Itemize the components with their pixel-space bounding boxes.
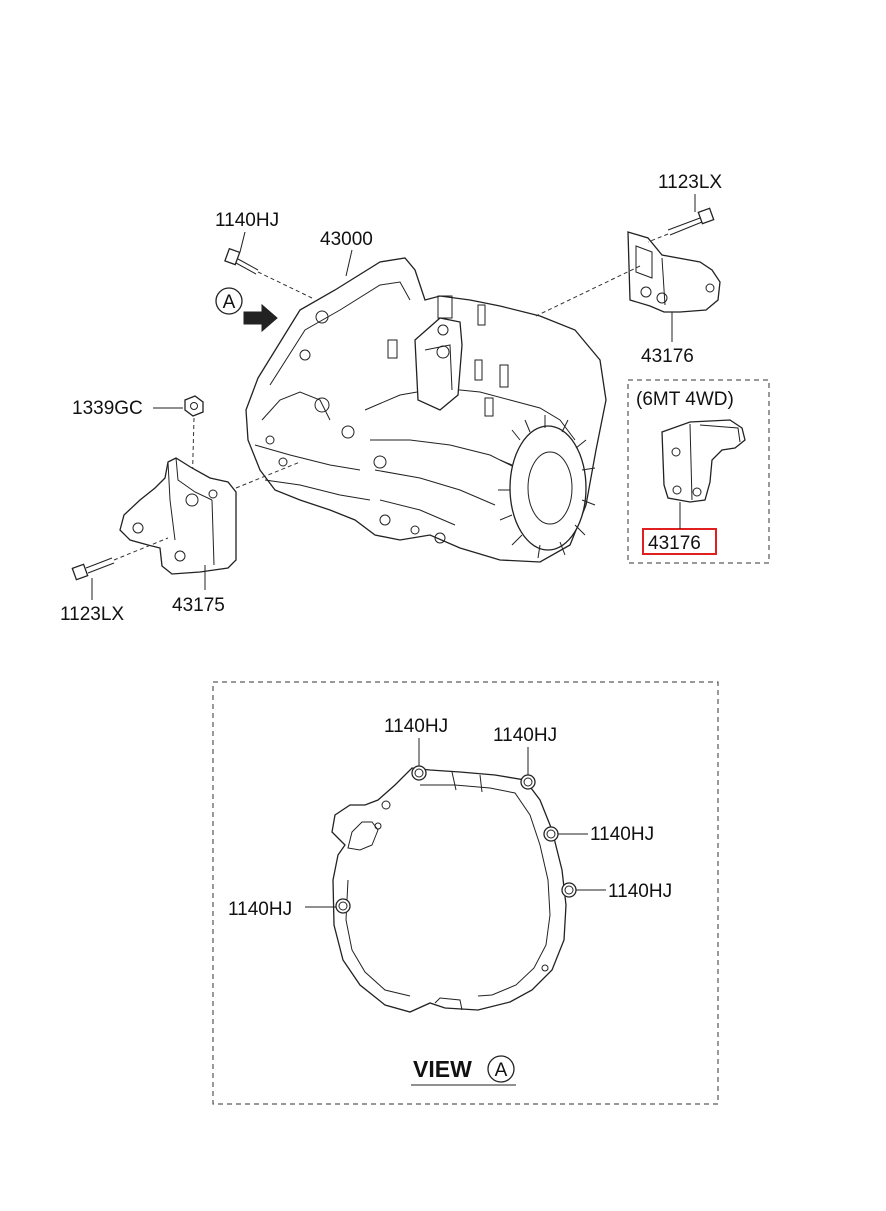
transaxle-part-number: 43000 bbox=[320, 229, 373, 250]
bracket-43176-right[interactable] bbox=[627, 231, 721, 313]
view-bolt-label-5: 1140HJ bbox=[228, 899, 292, 920]
bracket-right-part-number: 43176 bbox=[641, 346, 694, 367]
view-bolt-label-4: 1140HJ bbox=[608, 881, 672, 902]
view-bolt-3[interactable] bbox=[543, 826, 559, 842]
view-bolt-2[interactable] bbox=[520, 774, 536, 790]
view-title: VIEW bbox=[413, 1056, 472, 1082]
nut-1339gc[interactable] bbox=[184, 395, 204, 417]
bolt-bottom-left-part-number: 1123LX bbox=[60, 604, 124, 625]
view-a-indicator: A bbox=[215, 287, 278, 333]
bracket-left-part-number: 43175 bbox=[172, 595, 225, 616]
bell-housing-flange bbox=[331, 767, 567, 1013]
bracket-43176-variant[interactable] bbox=[661, 419, 746, 503]
view-a-panel bbox=[212, 681, 719, 1105]
nut-part-number: 1339GC bbox=[72, 398, 143, 419]
view-bolt-label-3: 1140HJ bbox=[590, 824, 654, 845]
bracket-variant-part-number: 43176 bbox=[648, 533, 701, 554]
view-direction-arrow bbox=[243, 303, 278, 333]
view-bolt-label-1: 1140HJ bbox=[384, 716, 448, 737]
view-marker-label: A bbox=[223, 292, 236, 313]
bolt-1123lx-top[interactable] bbox=[667, 207, 715, 236]
view-title-marker: A bbox=[495, 1060, 508, 1081]
bolt-top-left-part-number: 1140HJ bbox=[215, 210, 279, 231]
bracket-43175-left[interactable] bbox=[119, 457, 237, 575]
view-bolt-5[interactable] bbox=[335, 898, 351, 914]
transaxle-assembly[interactable] bbox=[245, 257, 607, 563]
view-bolt-4[interactable] bbox=[561, 882, 577, 898]
view-bolt-label-2: 1140HJ bbox=[493, 725, 557, 746]
bolt-top-right-part-number: 1123LX bbox=[658, 172, 722, 193]
bolt-1140hj[interactable] bbox=[224, 247, 259, 275]
variant-note: (6MT 4WD) bbox=[636, 389, 734, 410]
bolt-1123lx-bottom[interactable] bbox=[71, 557, 115, 581]
view-bolt-1[interactable] bbox=[411, 765, 427, 781]
